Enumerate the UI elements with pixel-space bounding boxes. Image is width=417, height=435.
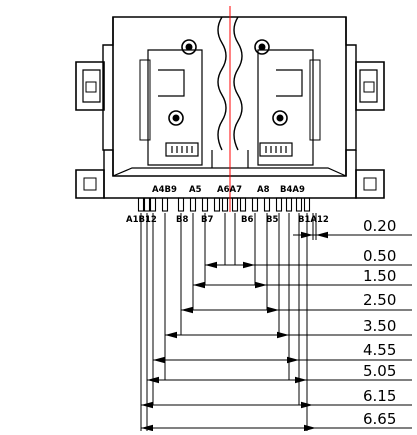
hole-icon [168,110,184,126]
pin-label-a4b9: A4B9 [152,185,177,195]
arrow-icon [153,356,165,364]
arrow-icon [193,281,205,289]
hole-icon [272,110,288,126]
pin [201,197,209,212]
dimension-3-50: 3.50 [363,317,396,335]
arrow-icon [295,376,307,384]
dimension-labels: 0.20 0.50 1.50 2.50 3.50 4.55 5.05 6.15 … [363,217,396,428]
pin [177,197,185,212]
pin [213,197,221,212]
dimension-lines [140,213,412,432]
dimension-0-20: 0.20 [363,217,396,235]
dimension-5-05: 5.05 [363,362,396,380]
pin-label-b8: B8 [176,215,188,225]
hole-icon [254,39,270,55]
pin-label-b5: B5 [266,215,278,225]
dimension-1-50: 1.50 [363,267,396,285]
pin [295,197,303,212]
arrow-icon [243,261,255,269]
arrow-icon [301,401,313,409]
pin [189,197,197,212]
pin [221,197,229,212]
arrow-icon [287,356,299,364]
pin-label-a6a7: A6A7 [217,185,242,195]
arrow-icon [181,306,193,314]
pin [275,197,283,212]
arrow-icon [205,261,217,269]
contact-slots-left [165,142,199,157]
mounting-holes [168,39,288,126]
arrow-icon [301,231,313,239]
pin-label-b4a9: B4A9 [280,185,305,195]
pin-label-a8: A8 [257,185,270,195]
pin [161,197,169,212]
dimension-6-15: 6.15 [363,387,396,405]
arrow-icon [316,231,328,239]
dimension-2-50: 2.50 [363,291,396,309]
dimension-4-55: 4.55 [363,341,396,359]
pin [263,197,271,212]
dimension-6-65: 6.65 [363,410,396,428]
pin [303,197,311,212]
pin-row [137,197,311,212]
bottom-pin-labels: A1B12 B8 B7 B6 B5 B1A12 [126,215,329,225]
pin [239,197,247,212]
pin-label-a1b12: A1B12 [126,215,157,225]
pin-label-b6: B6 [241,215,253,225]
top-pin-labels: A4B9 A5 A6A7 A8 B4A9 [152,185,305,195]
pin-label-a5: A5 [189,185,202,195]
arrow-icon [147,376,159,384]
arrow-icon [267,306,279,314]
contact-slots-right [259,142,293,157]
arrow-icon [304,424,316,432]
arrow-icon [165,331,177,339]
pin [149,197,157,212]
pin [231,197,239,212]
arrow-icon [141,424,153,432]
pin-label-b7: B7 [201,215,213,225]
break-lines [217,16,243,151]
arrow-icon [141,401,153,409]
pin-label-b1a12: B1A12 [298,215,329,225]
pin [285,197,293,212]
pin [143,197,151,212]
arrow-icon [255,281,267,289]
hole-icon [181,39,197,55]
pin [251,197,259,212]
dimension-0-50: 0.50 [363,247,396,265]
arrow-icon [277,331,289,339]
pin [137,197,145,212]
